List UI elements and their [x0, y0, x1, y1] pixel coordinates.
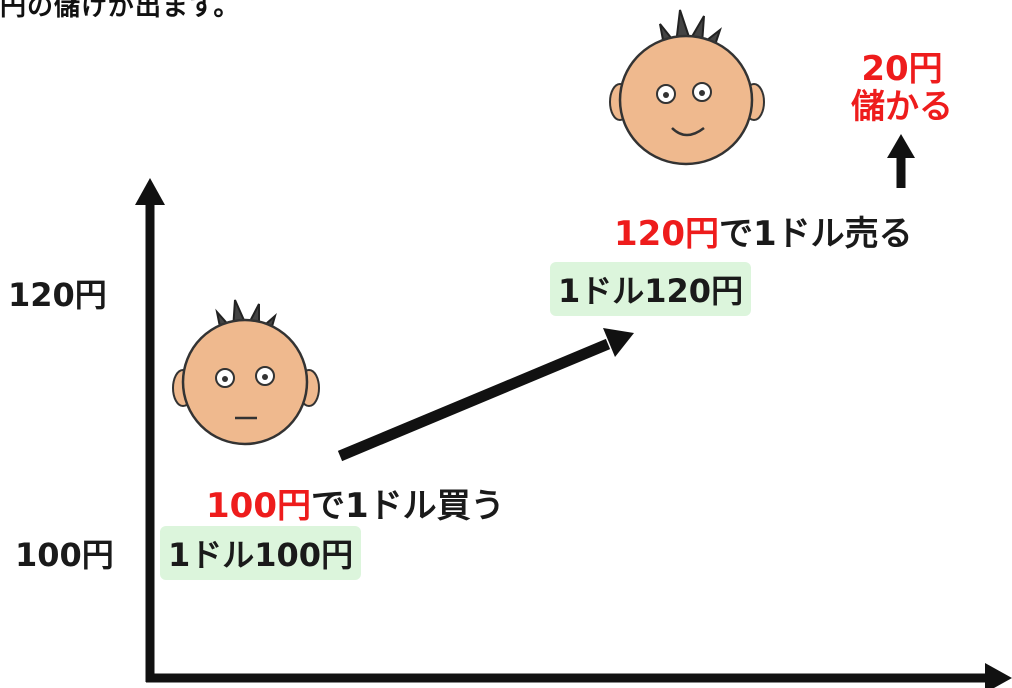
y-axis-label-120: 120円: [8, 276, 107, 314]
y-axis: [135, 178, 165, 682]
sell-rate-label: 1ドル120円: [550, 262, 752, 316]
top-caption: 円の儲けが出ます。: [0, 0, 241, 22]
profit-up-arrow: [887, 134, 915, 188]
sell-action: で1ドル売る: [718, 214, 913, 254]
sell-action-text: 120円で1ドル売る: [614, 206, 913, 255]
profit-text: 儲かる: [851, 87, 953, 127]
buy-rate-label: 1ドル100円: [160, 526, 362, 580]
buy-action-text: 100円で1ドル買う: [206, 478, 505, 527]
buy-action: で1ドル買う: [310, 486, 505, 526]
y-axis-label-100: 100円: [15, 536, 114, 574]
profit-amount: 20円: [861, 49, 943, 89]
neutral-face-icon: [172, 299, 320, 446]
x-axis: [146, 663, 1012, 688]
happy-face-icon: [609, 9, 765, 166]
buy-price: 100円: [206, 486, 311, 526]
profit-label: 20円 儲かる: [840, 50, 964, 126]
rise-arrow: [337, 328, 634, 462]
sell-price: 120円: [614, 214, 719, 254]
